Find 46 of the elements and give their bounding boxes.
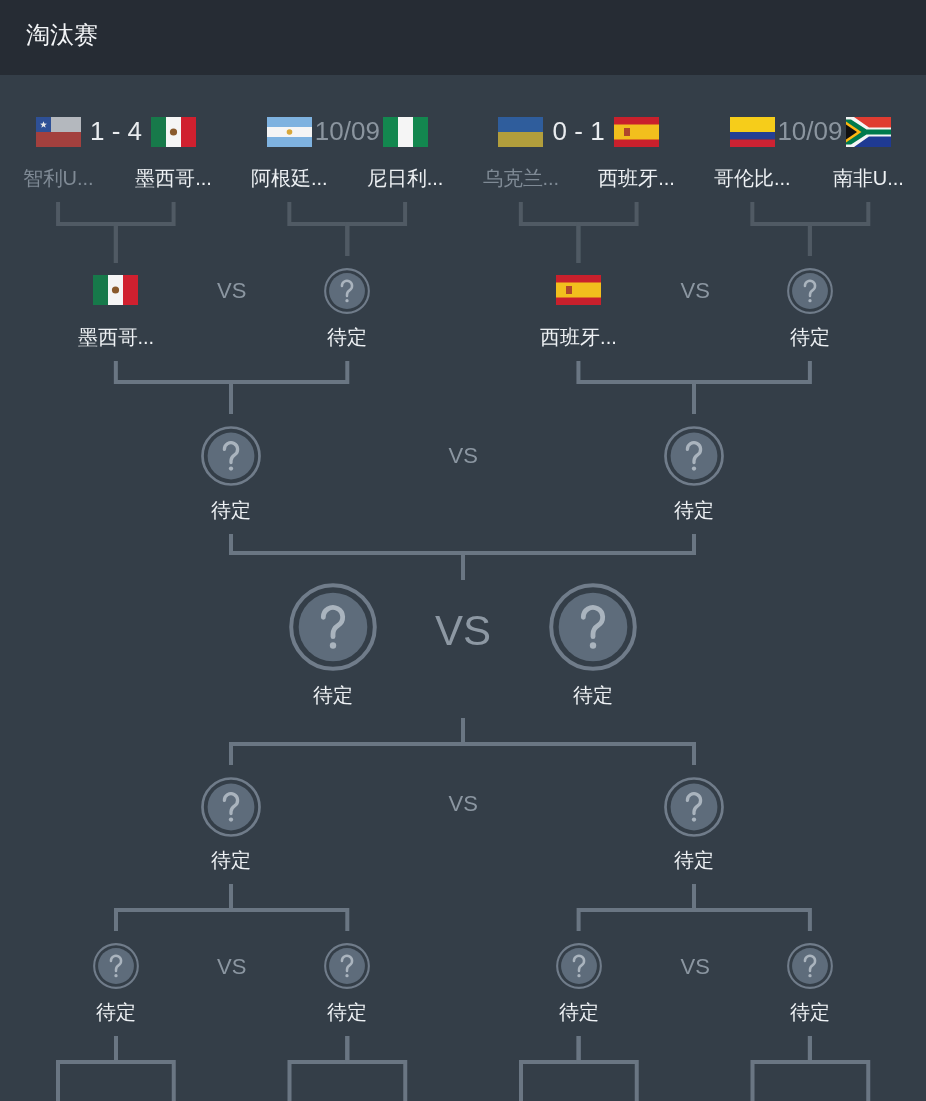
bracket-line (576, 202, 639, 263)
team-name: 墨西哥... (135, 166, 212, 190)
team-name: 乌克兰... (482, 166, 560, 190)
team-name: 待定 (789, 1000, 830, 1024)
bracket-line (229, 884, 350, 931)
team-name: 待定 (789, 325, 830, 349)
team-name: 待定 (211, 848, 251, 872)
vs-label: VS (435, 607, 492, 656)
bracket-line (576, 1036, 639, 1101)
team-name: 智利U... (22, 166, 94, 190)
bracket-line (114, 1036, 176, 1101)
team-name: 待定 (327, 325, 368, 349)
team-name: 待定 (573, 683, 613, 707)
vs-label: VS (680, 953, 710, 979)
bracket-line (229, 361, 350, 414)
match-score: 1 - 4 (90, 117, 143, 147)
match-score: 0 - 1 (552, 117, 605, 147)
page-title: 淘汰赛 (26, 20, 98, 50)
team-name: 墨西哥... (77, 325, 155, 349)
bracket-line (345, 202, 408, 256)
vs-label: VS (448, 442, 478, 468)
vs-label: VS (217, 953, 247, 979)
team-name: 尼日利... (366, 166, 444, 190)
vs-label: VS (680, 277, 710, 303)
bracket-line (345, 1036, 408, 1101)
bracket-line (692, 884, 812, 931)
bracket-line (461, 534, 696, 580)
match-date: 10/09 (314, 117, 380, 147)
team-name: 南非U... (832, 166, 904, 190)
bracket-line (692, 361, 812, 414)
vs-label: VS (217, 277, 247, 303)
bracket-line (807, 1036, 871, 1101)
team-name: 待定 (674, 498, 714, 522)
vs-label: VS (448, 790, 478, 816)
team-name: 待定 (558, 1000, 599, 1024)
team-name: 待定 (674, 848, 714, 872)
team-name: 西班牙... (540, 325, 617, 349)
team-name: 西班牙... (598, 166, 675, 190)
bracket-line (461, 718, 696, 765)
team-name: 阿根廷... (251, 166, 328, 190)
match-date: 10/09 (777, 117, 843, 147)
team-name: 待定 (327, 1000, 368, 1024)
team-name: 待定 (211, 498, 251, 522)
team-name: 待定 (313, 683, 353, 707)
team-name: 哥伦比... (714, 166, 791, 190)
team-name: 待定 (96, 1000, 136, 1024)
